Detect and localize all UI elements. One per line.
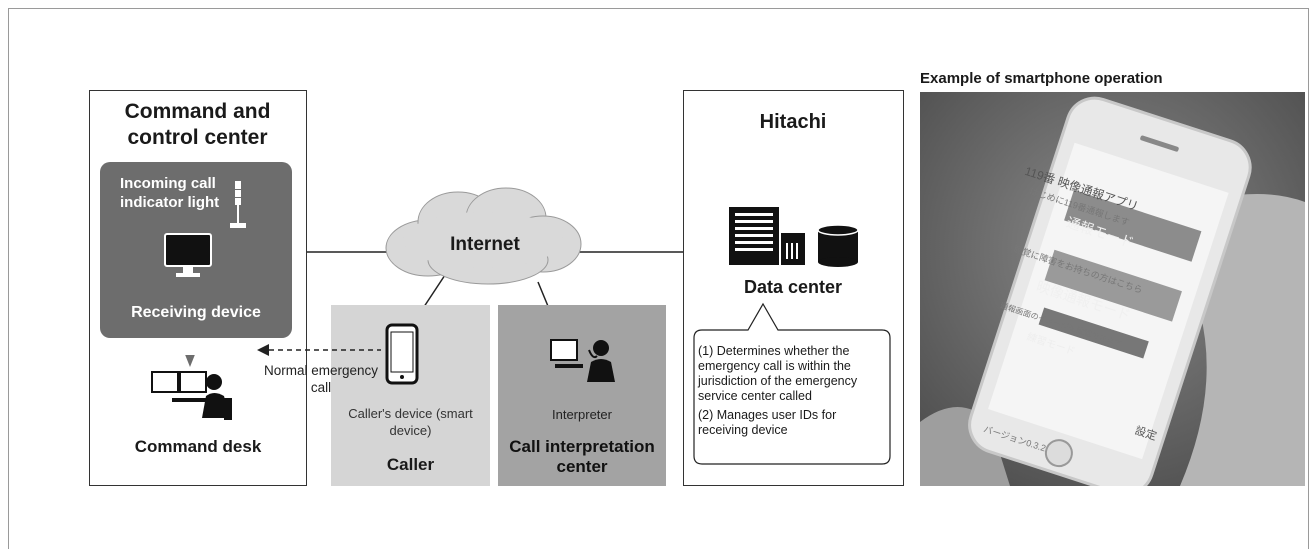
notes-list: (1) Determines whether the emergency cal… bbox=[698, 344, 888, 438]
building-icon bbox=[729, 207, 805, 265]
indicator-light-icon bbox=[230, 181, 246, 228]
note-1-text: (1) Determines whether the emergency cal… bbox=[698, 344, 858, 403]
note-item-2: (2) Manages user IDs for receiving devic… bbox=[698, 408, 888, 438]
monitor-icon bbox=[164, 233, 212, 277]
caller-panel-label: Caller bbox=[386, 455, 435, 474]
data-center-label: Data center bbox=[743, 277, 843, 297]
caller-panel: Caller's device (smart device) Caller bbox=[331, 305, 490, 486]
receiving-device-label: Receiving device bbox=[131, 304, 261, 321]
interpretation-panel: Interpreter Call interpretation center bbox=[498, 305, 666, 486]
internet-label: Internet bbox=[450, 234, 520, 255]
command-center-title: Command and control center bbox=[124, 100, 271, 149]
notes-callout bbox=[693, 302, 891, 465]
photo-caption: Example of smartphone operation bbox=[920, 70, 1163, 87]
photo-background bbox=[920, 92, 1305, 486]
interpreter-icon bbox=[550, 339, 615, 382]
smartphone-photo: 119番 映像通報アプリ はじめに119番通報します 通報モード 聴覚に障害をお… bbox=[920, 92, 1305, 486]
interpreter-label: Interpreter bbox=[552, 407, 612, 422]
normal-call-label: Normal emergency call bbox=[263, 363, 379, 395]
caller-device-label: Caller's device (smart device) bbox=[348, 406, 473, 438]
note-2-text: (2) Manages user IDs for receiving devic… bbox=[698, 408, 837, 437]
indicator-light-label: Incoming call indicator light bbox=[120, 175, 220, 211]
internet-cloud bbox=[385, 187, 582, 285]
speech-pointer bbox=[185, 355, 195, 367]
hitachi-title: Hitachi bbox=[759, 111, 827, 133]
smartphone-icon bbox=[385, 323, 419, 385]
command-desk-label: Command desk bbox=[134, 437, 262, 456]
normal-call-arrow bbox=[257, 344, 381, 356]
database-icon bbox=[817, 224, 859, 267]
note-item-1: (1) Determines whether the emergency cal… bbox=[698, 344, 888, 404]
interpretation-panel-label: Call interpretation center bbox=[509, 437, 655, 476]
command-desk-icon bbox=[151, 371, 232, 420]
